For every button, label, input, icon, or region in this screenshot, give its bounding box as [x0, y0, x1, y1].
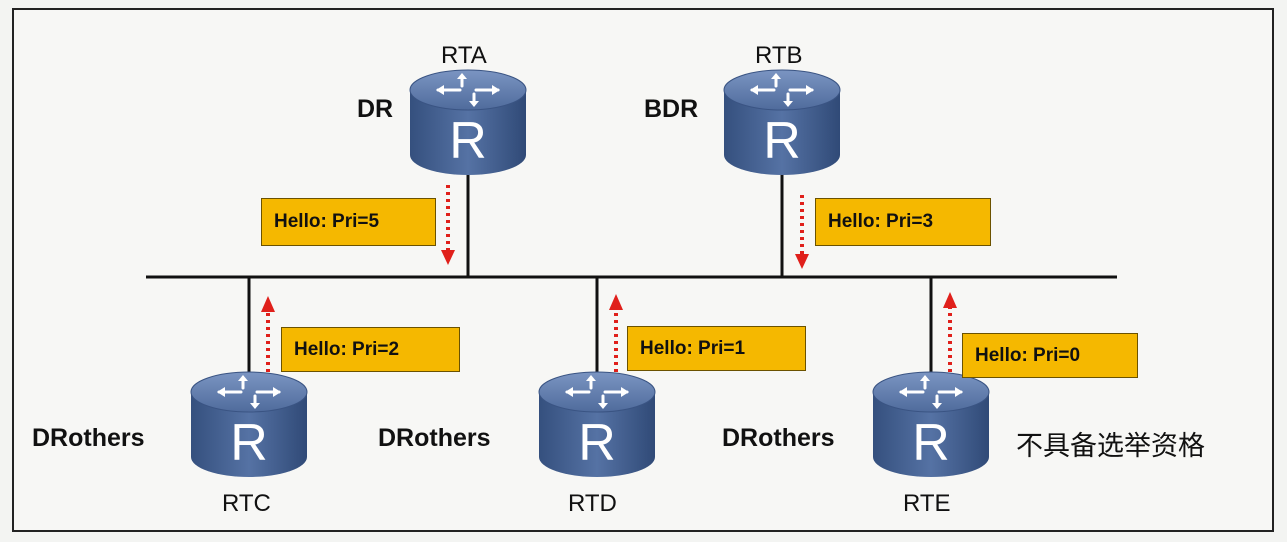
router-icon-rtd: R: [537, 370, 657, 479]
router-icon-rte: R: [871, 370, 991, 479]
role-label-rta: DR: [357, 95, 394, 123]
role-label-rtc: DRothers: [32, 424, 145, 452]
router-glyph: R: [449, 112, 487, 170]
hello-box-rtc: Hello: Pri=2: [281, 327, 460, 372]
router-name-rtb: RTB: [755, 42, 803, 69]
router-glyph: R: [912, 414, 950, 472]
router-icon-rtc: R: [189, 370, 309, 479]
role-label-rte: DRothers: [722, 424, 835, 452]
router-glyph: R: [230, 414, 268, 472]
role-label-rtd: DRothers: [378, 424, 491, 452]
hello-box-rtb: Hello: Pri=3: [815, 198, 991, 246]
arrowhead-rtb: [795, 254, 809, 269]
hello-box-rte: Hello: Pri=0: [962, 333, 1138, 378]
router-icon-rta: R: [408, 68, 528, 177]
router-name-rtc: RTC: [222, 490, 271, 517]
router-glyph: R: [763, 112, 801, 170]
router-name-rte: RTE: [903, 490, 951, 517]
arrowhead-rte: [943, 292, 957, 308]
hello-box-rta: Hello: Pri=5: [261, 198, 436, 246]
router-icon-rtb: R: [722, 68, 842, 177]
rte-note: 不具备选举资格: [1016, 431, 1205, 461]
hello-box-rtd: Hello: Pri=1: [627, 326, 806, 371]
router-glyph: R: [578, 414, 616, 472]
router-name-rtd: RTD: [568, 490, 617, 517]
router-name-rta: RTA: [441, 42, 487, 69]
arrowhead-rta: [441, 250, 455, 265]
role-label-rtb: BDR: [644, 95, 699, 123]
arrowhead-rtd: [609, 294, 623, 310]
arrowhead-rtc: [261, 296, 275, 312]
